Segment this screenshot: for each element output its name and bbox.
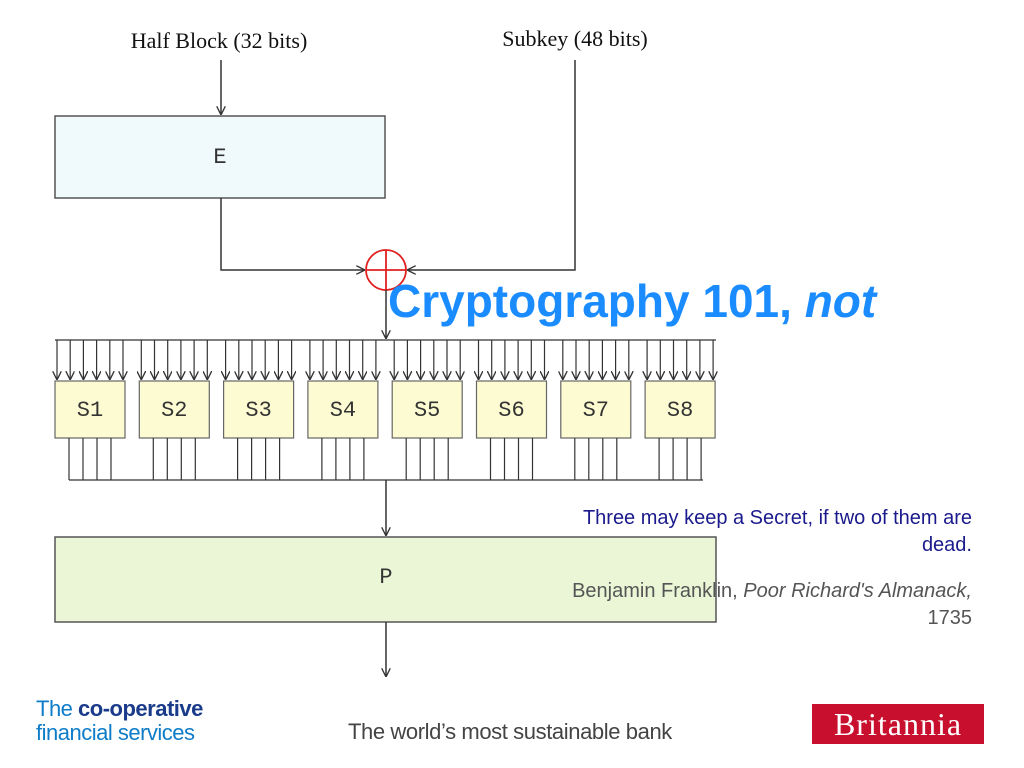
attribution-work: Poor Richard's Almanack, bbox=[743, 580, 972, 602]
expansion-box bbox=[54, 115, 386, 199]
title-emphasis: not bbox=[804, 275, 877, 327]
permutation-label: P bbox=[379, 565, 392, 590]
slide-title: Cryptography 101, not bbox=[388, 276, 876, 327]
coop-the: The bbox=[36, 696, 79, 721]
title-main: Cryptography 101, bbox=[388, 275, 805, 327]
sbox-box bbox=[560, 380, 632, 439]
sbox-1: S1 bbox=[55, 340, 125, 480]
sbox-box bbox=[223, 380, 295, 439]
sbox-box bbox=[644, 380, 716, 439]
sbox-box bbox=[54, 380, 126, 439]
sbox-label: S2 bbox=[161, 398, 187, 423]
half-block-label: Half Block (32 bits) bbox=[131, 28, 308, 53]
coop-name: co-operative bbox=[78, 696, 203, 721]
sbox-2: S2 bbox=[139, 340, 209, 480]
sbox-box bbox=[475, 380, 548, 439]
expansion-label: E bbox=[213, 145, 226, 170]
quote-attribution: Benjamin Franklin, Poor Richard's Almana… bbox=[560, 578, 972, 632]
subkey-input-arrow bbox=[408, 60, 576, 270]
footer-tagline: The world’s most sustainable bank bbox=[348, 719, 672, 744]
sbox-6: S6 bbox=[477, 340, 547, 480]
sbox-box bbox=[391, 380, 463, 439]
sbox-box bbox=[138, 380, 210, 439]
sbox-label: S3 bbox=[245, 398, 271, 423]
sbox-label: S8 bbox=[667, 398, 693, 423]
sbox-label: S4 bbox=[330, 398, 356, 423]
franklin-quote: Three may keep a Secret, if two of them … bbox=[582, 507, 972, 556]
sbox-label: S1 bbox=[77, 398, 103, 423]
sbox-3: S3 bbox=[224, 340, 294, 480]
sbox-7: S7 bbox=[561, 340, 631, 480]
coop-line2: financial services bbox=[36, 720, 195, 745]
cooperative-logo: The co-operative financial services bbox=[36, 697, 203, 745]
sbox-8: S8 bbox=[645, 340, 715, 480]
sbox-label: S5 bbox=[414, 398, 440, 423]
subkey-label: Subkey (48 bits) bbox=[502, 26, 647, 51]
sbox-layer: S1 S2 S3 S4 S5 S6 S7 S8 bbox=[55, 340, 715, 480]
attribution-author: Benjamin Franklin, bbox=[572, 580, 744, 602]
sbox-label: S6 bbox=[498, 398, 524, 423]
britannia-logo: Britannia bbox=[812, 704, 984, 744]
sbox-5: S5 bbox=[392, 340, 462, 480]
sbox-label: S7 bbox=[583, 398, 609, 423]
sbox-4: S4 bbox=[308, 340, 378, 480]
expansion-output-arrow bbox=[220, 198, 364, 270]
attribution-year: 1735 bbox=[927, 607, 973, 629]
sbox-box bbox=[307, 380, 379, 439]
